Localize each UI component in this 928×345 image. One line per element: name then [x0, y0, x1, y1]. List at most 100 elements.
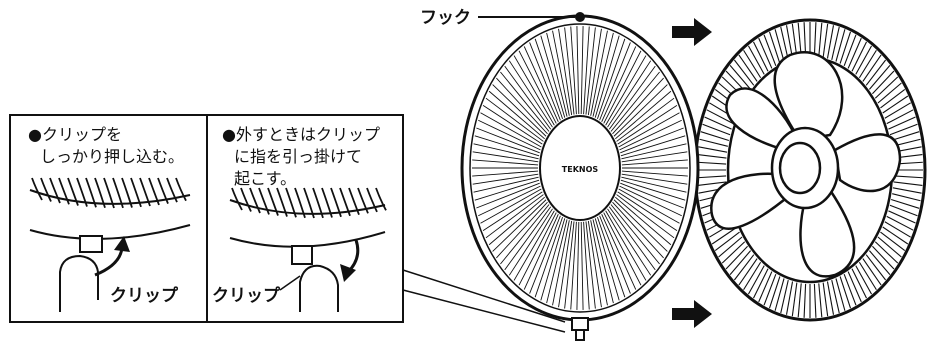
guard-rib [619, 119, 682, 151]
guard-rib [753, 41, 769, 72]
guard-rib [877, 236, 902, 258]
curved-arrow-down-head [340, 264, 356, 282]
guard-rib [157, 177, 169, 204]
guard-rib [855, 45, 873, 75]
guard-rib [357, 187, 369, 214]
guard-rib [697, 153, 727, 159]
guard-rib [888, 116, 916, 130]
guard-rib [267, 187, 279, 216]
guard-rib [473, 143, 539, 160]
guard-rib [619, 185, 682, 217]
guard-rib [85, 177, 97, 208]
guard-rib [620, 179, 686, 201]
guard-rib [747, 265, 765, 295]
guard-rib [476, 182, 540, 209]
guard-rib [733, 254, 755, 281]
guard-rib [791, 23, 798, 58]
guard-rib [139, 177, 151, 207]
guard-rib [618, 188, 680, 224]
guard-rib [839, 31, 852, 64]
guard-rib [58, 177, 70, 205]
guard-rib [738, 258, 758, 286]
guard-rib [616, 194, 675, 239]
guard-rib [877, 82, 902, 104]
guard-rib [890, 198, 920, 209]
guard-rib [613, 199, 668, 252]
hook-label: フック [420, 8, 471, 28]
guard-rib [546, 32, 568, 117]
guard-rib [513, 210, 555, 281]
guard-rib [763, 273, 777, 306]
guard-rib [587, 28, 602, 116]
guard-rib [763, 34, 777, 67]
guard-rib [472, 173, 539, 185]
guard-rib [711, 226, 738, 245]
guard-rib [616, 97, 675, 142]
guard-rib [94, 177, 106, 209]
guard-rib [889, 204, 918, 217]
brand-logo: TEKNOS [562, 165, 599, 174]
guard-rib [348, 187, 360, 215]
guard-rib [747, 45, 765, 75]
guard-rib [818, 283, 823, 318]
guard-rib [330, 187, 342, 218]
guard-rib [513, 55, 555, 126]
guard-rib [729, 250, 752, 276]
left-panel-line-2: しっかり押し込む。 [40, 147, 184, 166]
guard-rib [803, 283, 807, 318]
guard-rib [508, 208, 553, 276]
guard-rib [608, 206, 656, 271]
guard-rib [843, 273, 857, 306]
guard-rib [886, 109, 914, 125]
guard-rib [603, 212, 642, 286]
guard-rib [130, 177, 142, 208]
guard-rib [67, 177, 79, 206]
guard-rib [791, 282, 798, 317]
guard-rib [884, 221, 911, 238]
guard-rib [721, 241, 746, 264]
guard-rib [112, 177, 124, 209]
guard-rib [488, 90, 545, 140]
guard-rib [615, 90, 672, 140]
guard-rib [874, 76, 899, 99]
guard-rib [500, 71, 550, 132]
guard-rib [880, 88, 906, 109]
guard-rib [534, 38, 563, 120]
guard-rib [872, 245, 895, 270]
guard-rib [886, 215, 914, 231]
guard-rib [496, 77, 548, 135]
guard-rib [893, 181, 923, 187]
guard-rib [546, 219, 568, 304]
guard-rib [472, 151, 539, 163]
guard-rib [868, 64, 891, 90]
guard-rib [339, 187, 351, 217]
guard-rib [76, 177, 88, 207]
guard-rib [558, 28, 573, 116]
guard-rib [698, 146, 728, 153]
guard-rib [504, 65, 552, 130]
guard-rib [321, 187, 333, 218]
guard-rib [540, 35, 566, 118]
front-guard: TEKNOS [460, 14, 700, 322]
guard-rib [847, 37, 862, 69]
clip-leader-right [279, 275, 301, 291]
guard-rib [702, 123, 731, 136]
guard-rib [882, 226, 909, 245]
guard-rib [472, 159, 539, 166]
guard-rib [884, 102, 911, 119]
guard-rib [605, 210, 647, 281]
guard-rib [610, 71, 660, 132]
guard-rib [758, 271, 773, 303]
guard-rib [700, 131, 730, 142]
guard-rib [618, 112, 680, 148]
guard-rib [706, 109, 734, 125]
guard-rib [785, 281, 794, 315]
guard-rib [621, 170, 688, 177]
right-panel-line-3: 起こす。 [234, 169, 296, 188]
guard-rib [608, 65, 656, 130]
guard-rib [743, 261, 762, 291]
guard-rib [774, 29, 785, 62]
guard-rib [617, 191, 678, 232]
guard-rib [518, 50, 557, 124]
guard-rib [576, 26, 580, 115]
